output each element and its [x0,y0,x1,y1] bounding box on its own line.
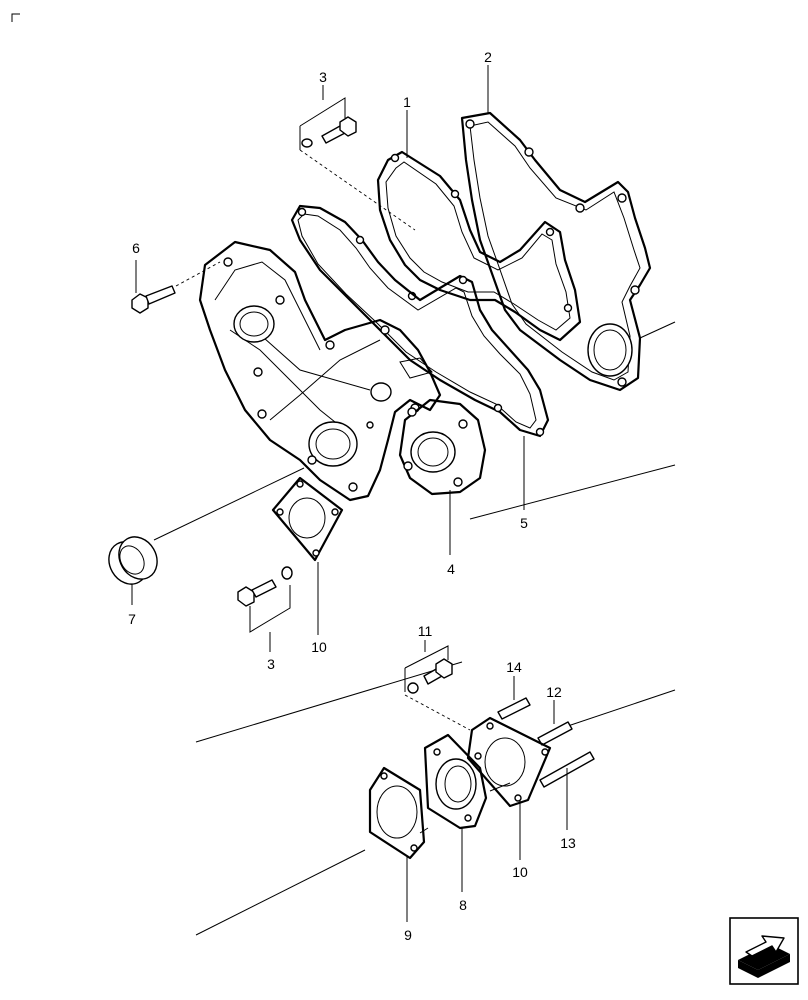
gasket-5 [290,204,550,438]
stud-12 [537,721,573,746]
callout-6: 6 [132,240,140,256]
dashed-leaders [175,149,471,731]
gasket-9 [368,766,426,860]
gasket-1 [376,150,582,342]
callout-3-lower: 3 [267,656,275,672]
axis-lines [153,321,676,936]
callout-10-upper: 10 [311,639,327,655]
callout-10-lower: 10 [512,864,528,880]
corner-mark [11,13,20,22]
callout-4: 4 [447,561,455,577]
bolt-6 [131,285,176,314]
callout-13: 13 [560,835,576,851]
callout-7: 7 [128,611,136,627]
callout-12: 12 [546,684,562,700]
callout-14: 14 [506,659,522,675]
next-page-arrow-icon [738,935,790,978]
callout-9: 9 [404,927,412,943]
stud-14 [497,697,531,720]
next-page-button[interactable] [729,917,799,985]
callout-1: 1 [403,94,411,110]
oil-seal-7 [108,536,158,585]
flange-8 [423,733,488,830]
gasket-10-upper [271,476,344,562]
bolt-washer-3-upper [299,97,357,150]
bolt-washer-3-lower [237,566,293,633]
callout-8: 8 [459,897,467,913]
callout-2: 2 [484,49,492,65]
gasket-10-lower [466,716,552,808]
label-leaders [131,65,568,922]
callout-labels: 1 2 3 3 4 5 6 7 8 9 10 10 11 12 13 14 [128,49,576,943]
gasket-2 [460,111,652,392]
bolt-washer-11 [404,645,453,694]
callout-5: 5 [520,515,528,531]
callout-3-upper: 3 [319,69,327,85]
callout-11: 11 [418,623,433,639]
timing-cover [198,240,442,502]
